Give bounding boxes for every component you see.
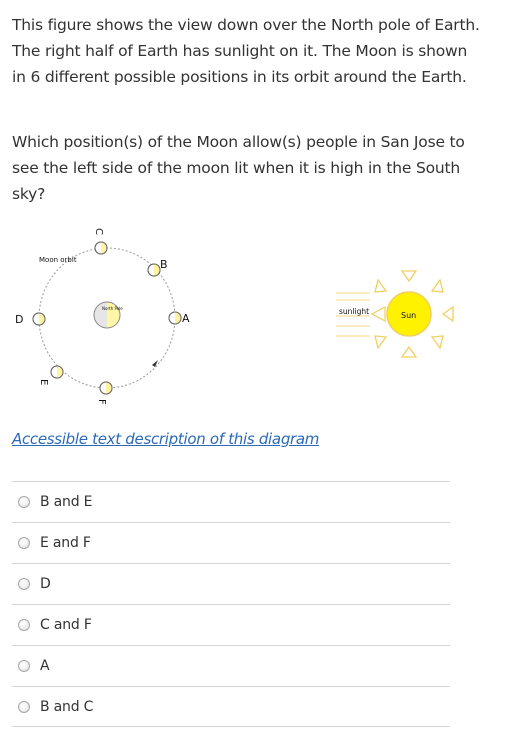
moon-position-a: A xyxy=(168,311,190,325)
radio-button[interactable] xyxy=(18,700,30,713)
option-label: A xyxy=(40,658,50,674)
radio-button[interactable] xyxy=(18,496,30,508)
sunlight-arrow-head xyxy=(370,305,386,323)
accessible-description-link[interactable]: Accessible text description of this diag… xyxy=(12,430,320,448)
sunlight-label: sunlight xyxy=(339,307,369,316)
radio-button[interactable] xyxy=(18,537,30,549)
moon-position-b: B xyxy=(147,258,168,277)
option-label: B and E xyxy=(40,494,93,510)
answer-option[interactable]: C and F xyxy=(12,604,450,645)
option-label: D xyxy=(40,576,51,592)
answer-option[interactable]: D xyxy=(12,563,450,604)
question-paragraph-1: This figure shows the view down over the… xyxy=(12,16,480,86)
moon-label-b: B xyxy=(160,258,168,271)
moon-label-f: F xyxy=(96,399,107,405)
moon-position-e: E xyxy=(38,365,64,385)
orbit-direction-arrow xyxy=(152,360,158,367)
sun-label: Sun xyxy=(401,311,416,320)
moon-label-a: A xyxy=(182,312,190,325)
sun-icon: Sun xyxy=(374,270,454,358)
answer-option[interactable]: E and F xyxy=(12,522,450,563)
answer-option[interactable]: A xyxy=(12,645,450,686)
moon-label-d: D xyxy=(15,313,23,326)
moon-position-d: D xyxy=(15,312,46,326)
option-label: C and F xyxy=(40,617,92,633)
moon-label-e: E xyxy=(38,379,49,385)
moon-orbit-label: Moon orbit xyxy=(39,256,77,264)
moon-phase-diagram: North Pole Moon orbit C B A D E F xyxy=(15,228,454,405)
answer-options: B and E E and F D C and F A B and C xyxy=(12,481,450,727)
radio-button[interactable] xyxy=(18,619,30,631)
option-label: B and C xyxy=(40,698,94,715)
radio-button[interactable] xyxy=(18,578,30,590)
moon-position-c: C xyxy=(93,228,108,255)
option-label: E and F xyxy=(40,535,91,551)
earth-icon xyxy=(93,301,121,329)
moon-position-f: F xyxy=(96,381,113,405)
earth-north-pole-label: North Pole xyxy=(102,306,123,311)
answer-option[interactable]: B and C xyxy=(12,686,450,727)
answer-option[interactable]: B and E xyxy=(12,481,450,522)
radio-button[interactable] xyxy=(18,660,30,672)
question-paragraph-2: Which position(s) of the Moon allow(s) p… xyxy=(12,133,465,203)
moon-label-c: C xyxy=(93,228,104,235)
sunlight-arrows xyxy=(336,292,370,337)
